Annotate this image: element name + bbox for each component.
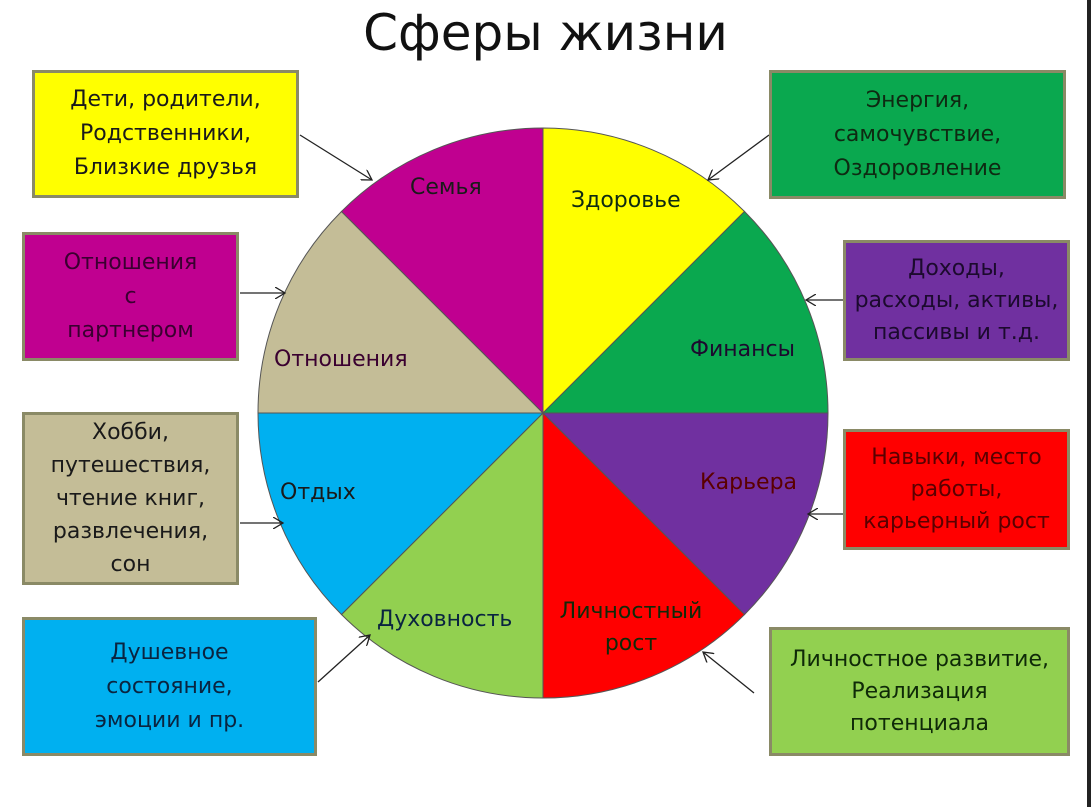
arrow-growth bbox=[703, 652, 755, 694]
page-title: Сферы жизни bbox=[363, 4, 728, 62]
segment-label-career: Карьера bbox=[700, 470, 798, 495]
rest-description-box: Хобби, путешествия, чтение книг, развлеч… bbox=[22, 412, 239, 585]
career-description-box: Навыки, место работы, карьерный рост bbox=[843, 429, 1070, 550]
arrow-spirit bbox=[317, 635, 370, 683]
pie-segment-family bbox=[542, 127, 746, 415]
segment-label-family: Семья bbox=[410, 175, 482, 200]
pie-segment-career bbox=[542, 411, 746, 699]
spirit-description-text: Душевное состояние, эмоции и пр. bbox=[94, 639, 245, 733]
pie-segment-relations bbox=[340, 127, 544, 415]
growth-description-text: Личностное развитие, Реализация потенциа… bbox=[789, 646, 1049, 736]
right-edge-strip bbox=[1087, 0, 1091, 807]
segment-label-growth: Личностный рост bbox=[559, 599, 703, 656]
health-description-box: Энергия, самочувствие, Оздоровление bbox=[769, 70, 1066, 199]
segment-label-relations: Отношения bbox=[274, 347, 408, 372]
segment-label-health: Здоровье bbox=[571, 188, 681, 213]
relations-description-text: Отношения с партнером bbox=[63, 249, 198, 343]
family-description-text: Дети, родители, Родственники, Близкие др… bbox=[70, 87, 261, 180]
rest-description-text: Хобби, путешествия, чтение книг, развлеч… bbox=[50, 420, 211, 577]
arrow-health bbox=[708, 134, 770, 180]
segment-label-finance: Финансы bbox=[690, 337, 795, 362]
arrow-family bbox=[299, 134, 372, 180]
segment-label-rest: Отдых bbox=[280, 480, 356, 505]
growth-description-box: Личностное развитие, Реализация потенциа… bbox=[769, 627, 1070, 756]
finance-description-text: Доходы, расходы, активы, пассивы и т.д. bbox=[854, 255, 1059, 345]
relations-description-box: Отношения с партнером bbox=[22, 232, 239, 361]
segment-label-spirit: Духовность bbox=[377, 607, 513, 632]
pie-segment-rest bbox=[257, 210, 545, 414]
health-description-text: Энергия, самочувствие, Оздоровление bbox=[833, 87, 1002, 181]
finance-description-box: Доходы, расходы, активы, пассивы и т.д. bbox=[843, 240, 1070, 361]
career-description-text: Навыки, место работы, карьерный рост bbox=[863, 444, 1050, 534]
family-description-box: Дети, родители, Родственники, Близкие др… bbox=[32, 70, 299, 198]
pie-segment-finance bbox=[541, 412, 829, 616]
spirit-description-box: Душевное состояние, эмоции и пр. bbox=[22, 617, 317, 756]
pie-segment-growth bbox=[340, 411, 544, 699]
